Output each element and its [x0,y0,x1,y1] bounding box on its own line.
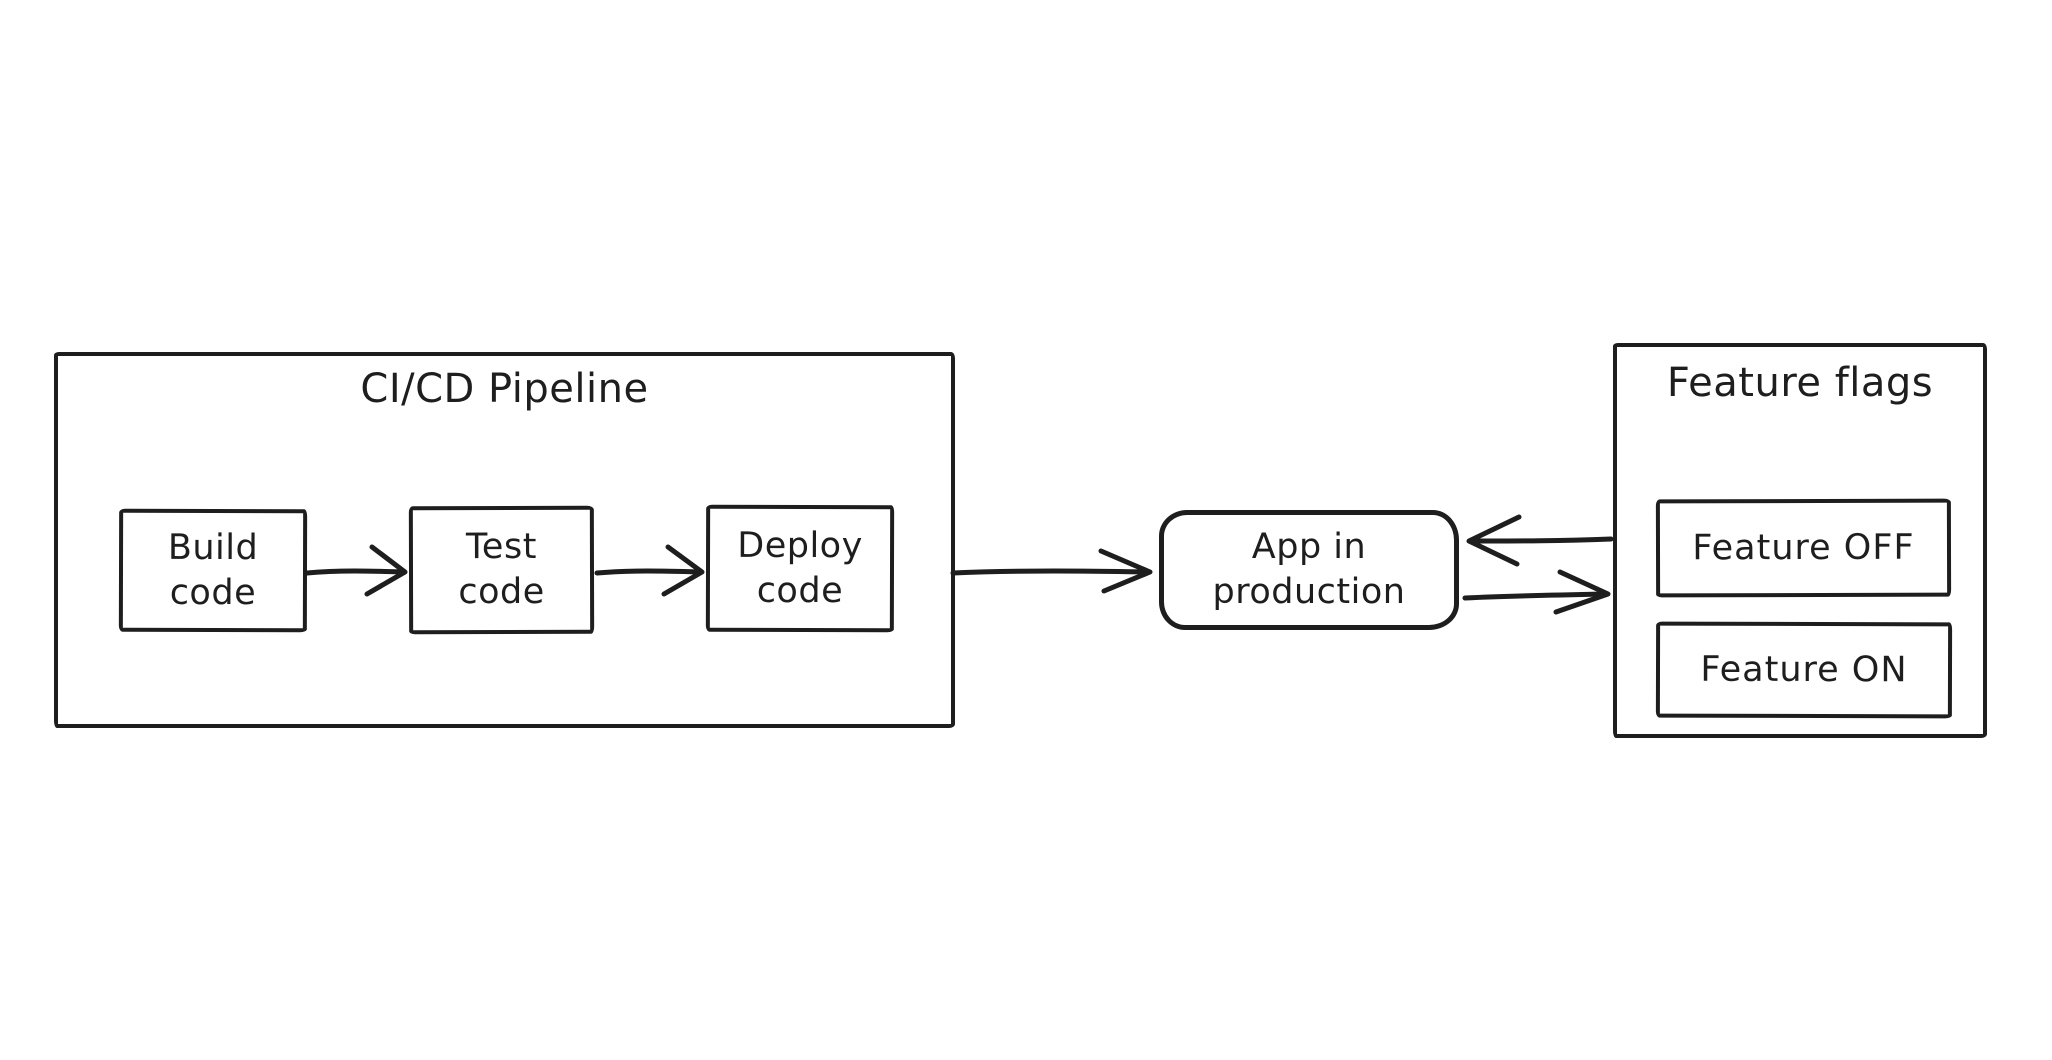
deploy-code-label-line1: Deploy [737,525,863,566]
test-code-label-line1: Test [465,527,537,568]
feature-on-label: Feature ON [1700,649,1908,691]
deploy-code-node: Deploy code [705,504,895,633]
build-code-label-line1: Build [167,527,259,568]
build-code-label: Build code [123,513,303,628]
deploy-code-label: Deploy code [710,509,890,628]
app-label-line2: production [1212,572,1406,612]
build-code-node: Build code [118,508,308,633]
build-code-label-line2: code [169,572,257,613]
app-in-production-node: App in production [1159,510,1459,630]
feature-off-label: Feature OFF [1692,527,1915,569]
arrow-app-to-flags [1462,569,1611,615]
feature-off-node: Feature OFF [1655,498,1952,598]
arrow-pipeline-to-app [950,548,1153,594]
arrow-flags-to-app [1466,514,1614,567]
deploy-code-label-line2: code [756,570,844,611]
test-code-node: Test code [408,505,595,635]
feature-flags-title: Feature flags [1666,360,1934,406]
cicd-pipeline-title: CI/CD Pipeline [360,366,649,412]
test-code-label-line2: code [458,571,545,613]
feature-on-node: Feature ON [1655,621,1953,719]
test-code-label: Test code [413,510,590,630]
app-in-production-label: App in production [1164,515,1454,625]
app-label-line1: App in [1251,527,1367,568]
